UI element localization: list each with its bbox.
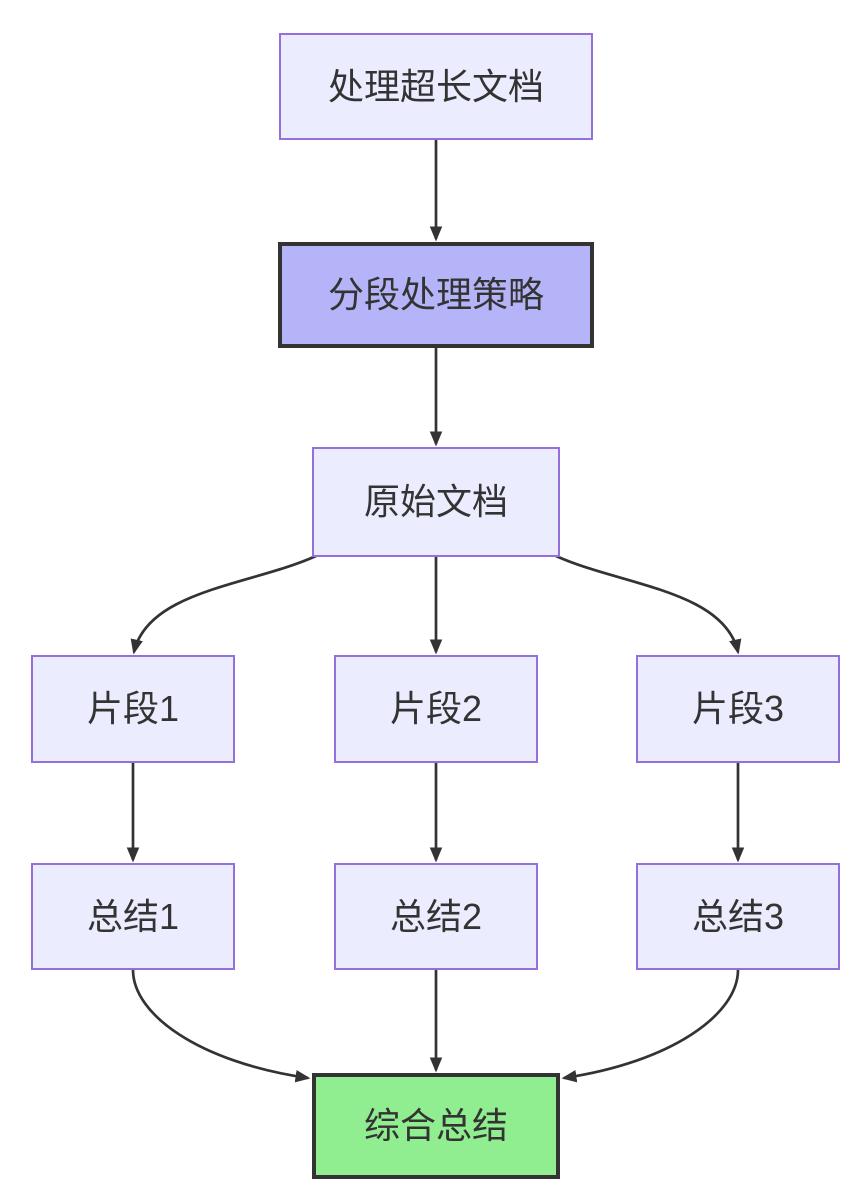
node-label: 综合总结 bbox=[363, 1105, 508, 1147]
node-label: 片段3 bbox=[691, 688, 785, 730]
node-label: 总结2 bbox=[389, 895, 483, 937]
node-fragment-3: 片段3 bbox=[636, 655, 840, 763]
node-process-long-document: 处理超长文档 bbox=[279, 33, 593, 140]
node-label: 处理超长文档 bbox=[327, 65, 544, 107]
node-label: 片段2 bbox=[389, 688, 483, 730]
edge-summary3-to-combined bbox=[561, 969, 740, 1083]
node-original-document: 原始文档 bbox=[312, 447, 560, 557]
node-label: 总结3 bbox=[691, 895, 785, 937]
node-segmentation-strategy: 分段处理策略 bbox=[278, 242, 594, 348]
edge-summary1-to-combined bbox=[131, 969, 311, 1083]
node-label: 分段处理策略 bbox=[327, 274, 544, 316]
edge-original-to-fragment1 bbox=[130, 554, 317, 655]
node-summary-3: 总结3 bbox=[636, 863, 840, 970]
node-summary-1: 总结1 bbox=[31, 863, 235, 970]
node-combined-summary: 综合总结 bbox=[312, 1073, 560, 1179]
node-fragment-1: 片段1 bbox=[31, 655, 235, 763]
node-label: 总结1 bbox=[86, 895, 180, 937]
node-fragment-2: 片段2 bbox=[334, 655, 538, 763]
node-label: 原始文档 bbox=[363, 481, 508, 523]
node-label: 片段1 bbox=[86, 688, 180, 730]
node-summary-2: 总结2 bbox=[334, 863, 538, 970]
edge-original-to-fragment3 bbox=[555, 554, 742, 655]
